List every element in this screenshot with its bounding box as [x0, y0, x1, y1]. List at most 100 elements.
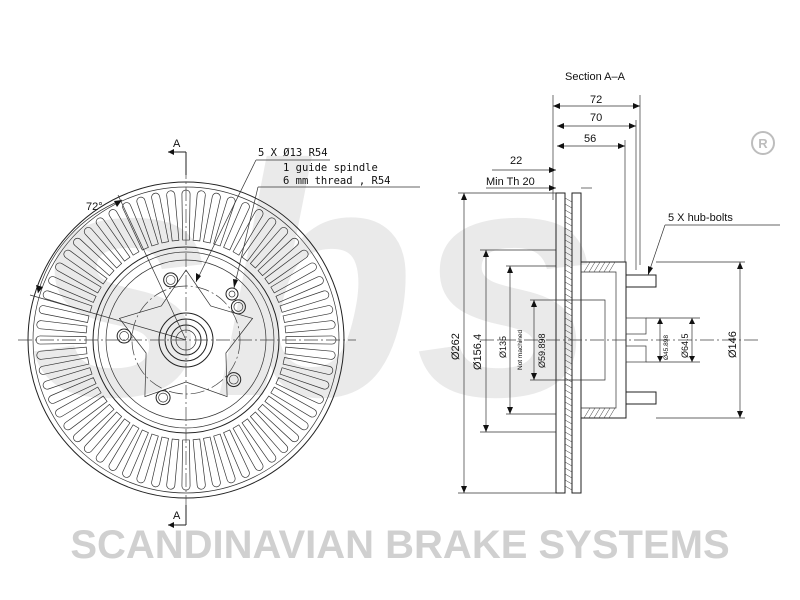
hub-hatching — [583, 261, 616, 419]
hatch-line — [588, 407, 596, 419]
vent-slot — [35, 335, 87, 345]
not-machined-label: Not machined — [517, 330, 524, 370]
dim-56: 56 — [557, 133, 626, 262]
registered-mark: R — [751, 131, 775, 155]
ventilation-slots — [35, 189, 337, 491]
front-view: A A 72° 5 X Ø13 R54 1 guide spindle 6 mm — [18, 138, 420, 528]
hatch-line — [564, 263, 573, 269]
min-thickness: Min Th 20 — [486, 176, 592, 191]
vent-slot — [42, 367, 93, 390]
vent-slot — [270, 386, 317, 418]
dim-dia-59: Ø59.898 — [530, 299, 565, 381]
hatch-line — [564, 305, 573, 311]
vent-slot — [63, 395, 108, 431]
hub-bolt-top — [625, 274, 657, 288]
vent-slot — [83, 227, 123, 269]
hatch-line — [583, 407, 591, 419]
bolt-hole — [163, 272, 179, 288]
hatch-line — [564, 449, 573, 455]
hatch-line — [564, 323, 573, 329]
hub-spigot-top — [625, 317, 647, 335]
vent-slot — [284, 320, 336, 334]
hatch-line — [564, 473, 573, 479]
hatch-line — [564, 197, 573, 203]
angle-dimension: 72° — [29, 194, 187, 341]
bolt-hole — [116, 328, 132, 344]
hatch-line — [564, 245, 573, 251]
vent-slot — [232, 209, 264, 256]
hatch-line — [564, 293, 573, 299]
vent-slot — [284, 346, 336, 360]
min-thickness-label: Min Th 20 — [486, 176, 535, 188]
vane-hatching — [564, 197, 573, 491]
hatch-line — [603, 261, 611, 273]
hatch-line — [564, 221, 573, 227]
vent-slot — [63, 249, 108, 285]
hatch-line — [608, 407, 616, 419]
vent-slot — [73, 403, 115, 443]
vent-slot — [38, 305, 90, 323]
hatch-line — [564, 467, 573, 473]
hatch-line — [564, 353, 573, 359]
guide-spindle-callout: 1 guide spindle 6 mm thread , R54 — [233, 162, 420, 289]
hatch-line — [564, 401, 573, 407]
dim-dia-45: Ø45.898 — [657, 318, 670, 362]
hatch-line — [564, 269, 573, 275]
hatch-line — [564, 461, 573, 467]
angle-label: 72° — [86, 201, 103, 213]
vent-slot — [48, 377, 97, 404]
section-title: Section A–A — [565, 71, 626, 83]
vent-slot — [55, 262, 102, 294]
hatch-line — [593, 261, 601, 273]
hatch-line — [564, 419, 573, 425]
bolt-hole — [155, 390, 171, 406]
vent-slot — [136, 433, 159, 484]
vent-slot — [192, 438, 206, 490]
vent-slot — [241, 217, 277, 262]
hatch-line — [564, 329, 573, 335]
vent-slot — [38, 357, 90, 375]
vent-slot — [122, 429, 149, 478]
dim-56-label: 56 — [584, 133, 596, 145]
vent-slot — [257, 403, 299, 443]
dim-70-label: 70 — [590, 112, 602, 124]
bolt-hole — [226, 372, 242, 388]
hatch-line — [564, 257, 573, 263]
dia-64-label: Ø64.5 — [680, 333, 690, 358]
hatch-line — [564, 299, 573, 305]
vent-slot — [275, 377, 324, 404]
vent-slot — [279, 290, 330, 313]
vent-slot — [36, 346, 88, 360]
dim-dia-262: Ø262 — [450, 192, 556, 494]
vent-slot — [95, 217, 131, 262]
vent-slot — [282, 305, 334, 323]
hatch-line — [564, 383, 573, 389]
section-label-top: A — [173, 138, 181, 150]
vent-slot — [108, 424, 140, 471]
hub-bolt-bottom — [625, 391, 657, 405]
dim-22-label: 22 — [510, 155, 522, 167]
vent-slot — [151, 192, 169, 244]
hub-bolts-callout: 5 X hub-bolts — [647, 212, 780, 276]
vent-slot — [223, 429, 250, 478]
dim-22: 22 — [492, 155, 556, 173]
hatch-line — [564, 431, 573, 437]
vent-slot — [282, 357, 334, 375]
hatch-line — [608, 261, 616, 273]
hatch-line — [564, 335, 573, 341]
hatch-line — [564, 479, 573, 485]
hatch-line — [564, 425, 573, 431]
bolt-hole-inner — [165, 275, 176, 285]
hatch-line — [564, 251, 573, 257]
bore-profile — [565, 299, 606, 381]
outboard-plate — [555, 192, 566, 494]
hatch-line — [564, 311, 573, 317]
vent-slot — [192, 190, 206, 242]
bolt-hole — [230, 299, 246, 315]
dia-262-label: Ø262 — [450, 333, 462, 360]
guide-callout-line1: 1 guide spindle — [283, 162, 378, 174]
hatch-line — [564, 287, 573, 293]
hatch-line — [583, 261, 591, 273]
vent-slot — [151, 436, 169, 488]
